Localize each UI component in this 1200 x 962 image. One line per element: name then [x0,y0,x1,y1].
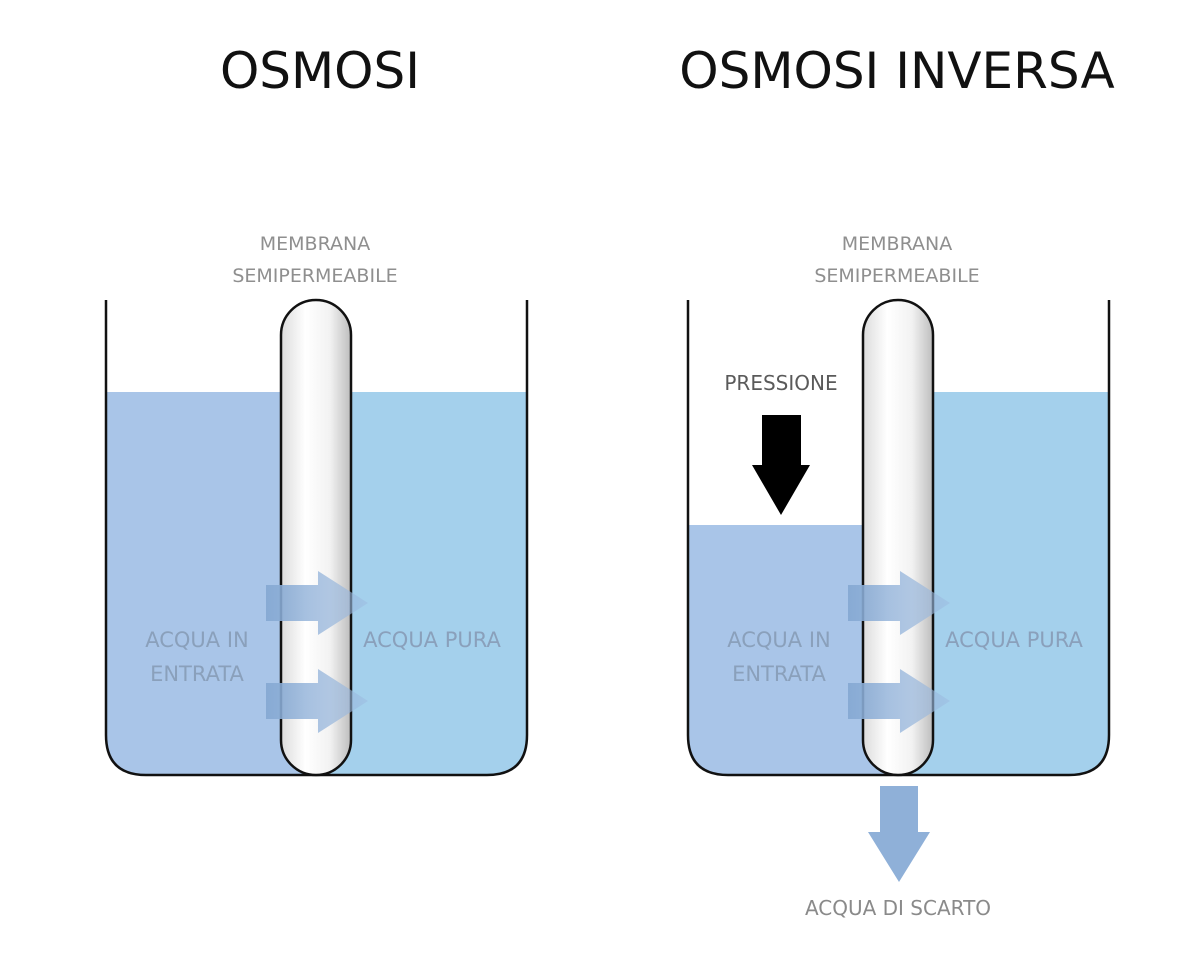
flow-arrow-upper [848,571,950,635]
membrane-label-line2: SEMIPERMEABILE [232,265,397,287]
pure-water-label: ACQUA PURA [945,628,1083,652]
inlet-water-label-line1: ACQUA IN [727,628,831,652]
flow-arrow-lower [266,669,368,733]
semipermeable-membrane [279,298,353,777]
inlet-water [688,525,898,775]
waste-water-arrow [868,786,930,882]
pure-water-label: ACQUA PURA [363,628,501,652]
title-reverse-osmosis: OSMOSI INVERSA [679,42,1115,100]
semipermeable-membrane [861,298,935,777]
pure-water [316,392,527,775]
title-osmosis: OSMOSI [220,42,420,100]
pressure-label: PRESSIONE [724,371,837,395]
inlet-water-label-line1: ACQUA IN [145,628,249,652]
membrane-label-line1: MEMBRANA [842,233,952,255]
pressure-arrow [752,415,810,515]
waste-water-label: ACQUA DI SCARTO [805,896,991,920]
inlet-water-label-line2: ENTRATA [732,662,826,686]
inlet-water-label-line2: ENTRATA [150,662,244,686]
pure-water [898,392,1109,775]
membrane-label-line2: SEMIPERMEABILE [814,265,979,287]
reverse-osmosis-panel: MEMBRANA SEMIPERMEABILE PRESSIONE ACQUA … [686,233,1111,920]
flow-arrow-upper [266,571,368,635]
osmosis-panel: MEMBRANA SEMIPERMEABILE ACQUA IN ENTRATA… [104,233,529,777]
inlet-water [106,392,316,775]
flow-arrow-lower [848,669,950,733]
membrane-label-line1: MEMBRANA [260,233,370,255]
